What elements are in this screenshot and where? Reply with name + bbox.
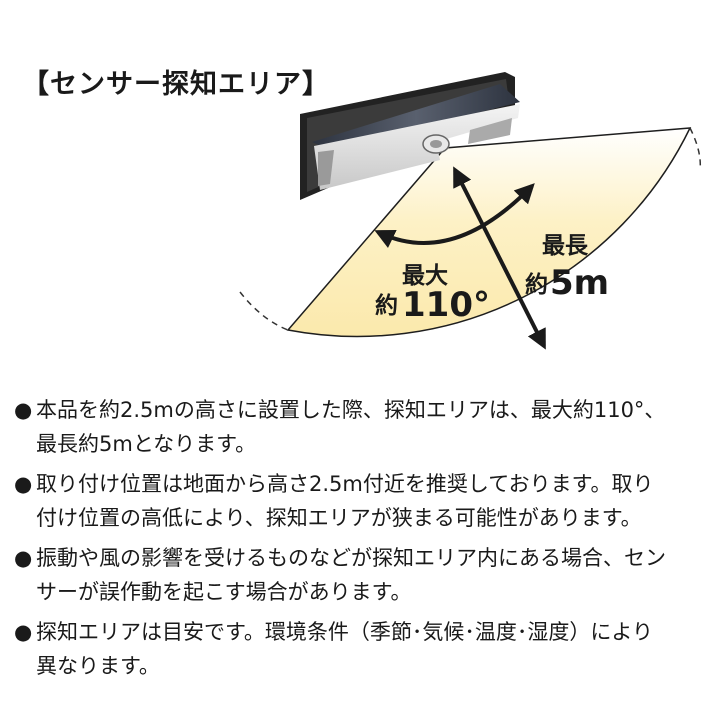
note-item: ● 振動や風の影響を受けるものなどが探知エリア内にある場合、セン サーが誤作動を… (14, 541, 704, 609)
notes-list: ● 本品を約2.5mの高さに設置した際、探知エリアは、最大約110°、 最長約5… (14, 393, 704, 689)
range-value: 5m (550, 263, 609, 303)
note-line: 異なります。 (36, 654, 160, 678)
range-arrow (453, 166, 546, 350)
note-item: ● 取り付け位置は地面から高さ2.5m付近を推奨しております。取り 付け位置の高… (14, 467, 704, 535)
range-arc-dashed (239, 127, 702, 331)
note-line: 探知エリアは目安です。環境条件（季節･気候･温度･湿度）により (36, 620, 653, 644)
section-title: 【センサー探知エリア】 (22, 69, 330, 100)
angle-label-2: 約 (375, 292, 398, 319)
note-line: 振動や風の影響を受けるものなどが探知エリア内にある場合、セン (36, 546, 666, 570)
solar-light-fixture (300, 72, 520, 200)
note-item: ● 本品を約2.5mの高さに設置した際、探知エリアは、最大約110°、 最長約5… (14, 393, 704, 461)
note-line: 付け位置の高低により、探知エリアが狭まる可能性があります。 (36, 506, 642, 530)
range-label-2: 約 (525, 271, 548, 298)
note-line: 取り付け位置は地面から高さ2.5m付近を推奨しております。取り (36, 472, 654, 496)
solar-panel (312, 84, 520, 150)
sensor-area-diagram: 最大 約 110° 最長 約 5m (239, 72, 702, 350)
angle-value: 110° (402, 285, 490, 325)
bullet-icon: ● (14, 472, 33, 496)
bullet-icon: ● (14, 546, 33, 570)
bullet-icon: ● (14, 620, 33, 644)
note-line: 最長約5mとなります。 (36, 432, 257, 456)
range-label-1: 最長 (542, 233, 589, 259)
angle-label-1: 最大 (402, 263, 448, 289)
bullet-icon: ● (14, 398, 33, 422)
note-item: ● 探知エリアは目安です。環境条件（季節･気候･温度･湿度）により 異なります。 (14, 615, 704, 683)
note-line: 本品を約2.5mの高さに設置した際、探知エリアは、最大約110°、 (36, 398, 666, 422)
note-line: サーが誤作動を起こす場合があります。 (36, 580, 412, 604)
